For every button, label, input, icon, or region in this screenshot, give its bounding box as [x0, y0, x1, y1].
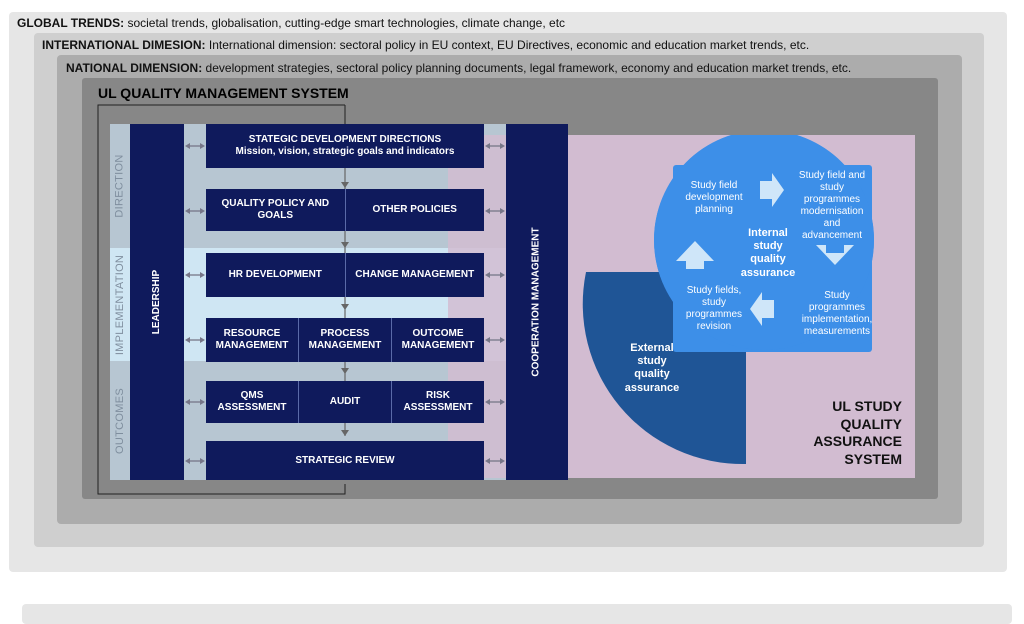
- planning-text: Study field development planning: [685, 180, 743, 215]
- international-dimension-text: INTERNATIONAL DIMESION: International di…: [42, 38, 810, 52]
- internal-qa-text: Internal study quality assurance: [740, 227, 796, 279]
- double-arrow-icon: [185, 458, 205, 464]
- external-qa-text: External study quality assurance: [624, 342, 680, 394]
- risk-assessment-box: RISK ASSESSMENT: [391, 381, 484, 423]
- development-row: HR DEVELOPMENT CHANGE MANAGEMENT: [206, 253, 484, 297]
- change-management-box: CHANGE MANAGEMENT: [344, 253, 485, 297]
- implementation-band: [110, 248, 130, 361]
- double-arrow-icon: [185, 337, 205, 343]
- qms-assessment-box: QMS ASSESSMENT: [217, 390, 287, 413]
- process-management-box: PROCESS MANAGEMENT: [298, 318, 391, 362]
- double-arrow-icon: [485, 399, 505, 405]
- cooperation-column: COOPERATION MANAGEMENT: [506, 124, 568, 480]
- double-arrow-icon: [185, 208, 205, 214]
- double-arrow-icon: [485, 272, 505, 278]
- quality-policy-box: QUALITY POLICY AND GOALS: [221, 198, 330, 221]
- bottom-strip: [22, 604, 1012, 624]
- leadership-column: LEADERSHIP: [130, 124, 184, 480]
- sqa-graphic: [582, 135, 874, 465]
- double-arrow-icon: [485, 337, 505, 343]
- feedback-loop: [97, 104, 346, 495]
- hr-development-box: HR DEVELOPMENT: [228, 269, 322, 280]
- resource-management-box: RESOURCE MANAGEMENT: [215, 328, 289, 351]
- revision-text: Study fields, study programmes revision: [685, 285, 743, 332]
- assessment-row: QMS ASSESSMENT AUDIT RISK ASSESSMENT: [206, 381, 484, 423]
- management-row: RESOURCE MANAGEMENT PROCESS MANAGEMENT O…: [206, 318, 484, 362]
- qms-title: UL QUALITY MANAGEMENT SYSTEM: [98, 85, 349, 101]
- modernisation-text: Study field and study programmes moderni…: [798, 170, 866, 241]
- outcome-management-box: OUTCOME MANAGEMENT: [391, 318, 484, 362]
- global-trends-text: GLOBAL TRENDS: societal trends, globalis…: [17, 16, 566, 30]
- arrow-right-icon: [760, 173, 784, 207]
- double-arrow-icon: [185, 399, 205, 405]
- strategic-directions-box: STATEGIC DEVELOPMENT DIRECTIONS Mission,…: [206, 124, 484, 168]
- national-dimension-text: NATIONAL DIMENSION: development strategi…: [66, 61, 852, 75]
- outcomes-band: [110, 361, 130, 480]
- arrow-left-icon: [750, 292, 774, 326]
- implementation-text: Study programmes implementation, measure…: [801, 290, 873, 337]
- double-arrow-icon: [185, 272, 205, 278]
- other-policies-box: OTHER POLICIES: [344, 189, 485, 231]
- sqa-title: UL STUDY QUALITY ASSURANCE SYSTEM: [813, 398, 902, 467]
- double-arrow-icon: [185, 143, 205, 149]
- double-arrow-icon: [485, 208, 505, 214]
- audit-box: AUDIT: [298, 381, 391, 423]
- direction-band: [110, 124, 130, 248]
- pink-overlap: [448, 135, 506, 478]
- policies-row: QUALITY POLICY AND GOALS OTHER POLICIES: [206, 189, 484, 231]
- double-arrow-icon: [485, 143, 505, 149]
- arrow-up-icon: [676, 241, 714, 269]
- double-arrow-icon: [485, 458, 505, 464]
- strategic-review-box: STRATEGIC REVIEW: [206, 441, 484, 480]
